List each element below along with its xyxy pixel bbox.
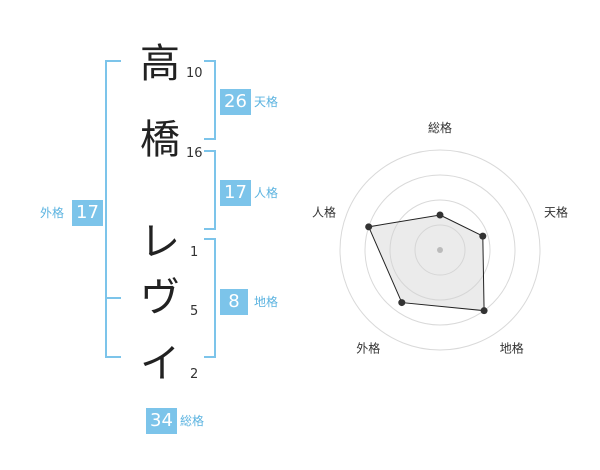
radar-data-point (436, 211, 444, 219)
name-char-5: イ (140, 341, 180, 387)
radar-grid-ring (389, 199, 491, 301)
radar-center-dot (437, 247, 443, 253)
gaikaku-value-badge: 17 (72, 200, 103, 226)
radar-axis-label: 地格 (500, 341, 524, 356)
tenkaku-bracket-bottom (204, 138, 216, 140)
gaikaku-label: 外格 (40, 206, 65, 220)
chikaku-label: 地格 (254, 295, 279, 309)
jinkaku-bracket-bottom (204, 228, 216, 230)
stroke-count-1: 10 (186, 66, 203, 81)
gaikaku-bracket-bottom (105, 356, 121, 358)
radar-grid-ring (364, 174, 516, 326)
name-char-2: 橋 (140, 117, 180, 163)
tenkaku-label: 天格 (254, 95, 279, 109)
chikaku-bracket-top (204, 238, 216, 240)
radar-data-point (398, 299, 406, 307)
radar-grid (339, 149, 541, 351)
stroke-count-2: 16 (186, 146, 203, 161)
radar-data-point (365, 223, 373, 231)
jinkaku-label: 人格 (254, 186, 279, 200)
jinkaku-bracket-top (204, 150, 216, 152)
chikaku-value-badge: 8 (220, 289, 248, 315)
radar-grid-ring (339, 149, 541, 351)
radar-axis-label: 天格 (544, 204, 568, 219)
name-char-4: ヴ (140, 275, 180, 321)
radar-axis-label: 人格 (312, 204, 336, 219)
chikaku-bracket-vertical (214, 238, 216, 358)
name-char-1: 高 (140, 41, 180, 87)
soukaku-label: 総格 (180, 414, 205, 428)
radar-data-points (365, 211, 488, 315)
tenkaku-bracket-top (204, 60, 216, 62)
stroke-count-5: 2 (190, 367, 199, 382)
radar-grid-ring (414, 224, 466, 276)
radar-axis-label: 総格 (428, 120, 452, 135)
stroke-count-4: 5 (190, 304, 199, 319)
radar-axis-label: 外格 (356, 341, 380, 356)
jinkaku-bracket-vertical (214, 150, 216, 230)
tenkaku-bracket-vertical (214, 60, 216, 140)
name-char-3: レ (140, 219, 180, 265)
radar-data-point (480, 307, 488, 315)
gaikaku-bracket-vertical (105, 60, 107, 358)
soukaku-value-badge: 34 (146, 408, 177, 434)
gaikaku-bracket-mid (105, 297, 121, 299)
stroke-count-3: 1 (190, 245, 199, 260)
jinkaku-value-badge: 17 (220, 180, 251, 206)
gaikaku-bracket-top (105, 60, 121, 62)
radar-data-polygon (367, 214, 485, 312)
tenkaku-value-badge: 26 (220, 89, 251, 115)
chikaku-bracket-bottom (204, 356, 216, 358)
radar-data-point (479, 232, 487, 240)
